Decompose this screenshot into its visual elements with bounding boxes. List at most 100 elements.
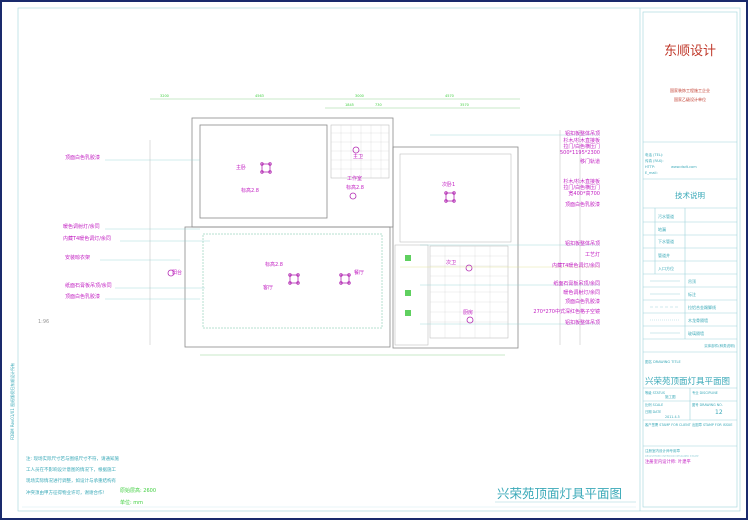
drawing-left-labels-0: 顶面白色乳胶漆 [65,154,100,161]
title-block-issue-stamp: 出图章 STAMP FOR ISSUE [692,422,732,427]
title-block-drawing-no-label: 图号 DRAWING NO. [692,402,723,407]
drawing-right-labels-14: 顶面白色乳胶漆 [565,298,600,305]
pendant-lamp-icon [260,162,272,174]
drawing-dimensions-top-6: 3570 [460,103,469,107]
title-block-status-label: 等级 STATUS [645,390,665,395]
title-block-status: 施工图 [665,394,676,399]
drawing-notes-1: 工人员在不影响设计意图的情况下，根据施工 [26,466,116,473]
drawing-left-labels-5: 顶面白色乳胶漆 [65,293,100,300]
drawing-dimensions-top-4: 1845 [345,103,354,107]
drawing-dimensions-top-1: 4563 [255,94,264,98]
title-block-scale-label: 比例 SCALE [645,402,663,407]
room-labels: 主卧 标高2.8 主卫 工作室 标高2.8 次卧1 阳台 标高2.8 客厅 餐厅… [38,153,473,325]
title-block-tel: 电话 (TEL): [645,152,663,157]
pendant-lamp-icon [444,191,456,203]
scale-note: 1:96 [38,319,49,325]
drawing-left-labels-2: 内藏T4暖色调灯/余同 [63,235,111,242]
side-text: FDBM Rev01/01 图纸版权归东顺设计所有 [9,363,15,440]
drawing-left-labels-3: 安装晾衣架 [65,254,90,261]
title-block-legend-6: 标注 [688,291,696,297]
elevation-label: 标高2.8 [265,261,283,268]
drawing-title: 兴荣苑顶面灯具平面图 [497,486,622,501]
title-block-fax: 传真 (FAX): [645,158,664,163]
drawing-right-labels-7: 宽400*高700 [568,190,600,197]
room-label: 厨房 [463,309,473,316]
designer-name: 注册室内设计师: 叶建平 [645,458,691,465]
drawing-right-labels-3: 500*1195*2300 [560,150,600,156]
elevation-label: 标高2.8 [346,184,364,191]
title-block-legend-7: 拉铝合金踢脚线 [688,304,716,310]
ceiling-light-icon [349,192,357,200]
floor-plan [184,117,519,349]
title-block-legend-3: 管道井 [658,252,670,258]
title-block-discipline-label: 专业 DISCIPLINE [692,390,718,395]
drawing-dimensions-top-5: 730 [375,103,382,107]
drawing-right-labels-8: 顶面白色乳胶漆 [565,201,600,208]
drawing-right-labels-1: 杉木/杉木直接板 [563,137,600,144]
drawing-left-labels-4: 纸面石膏板吊顶/余同 [65,282,112,289]
room-label: 工作室 [347,175,362,182]
drawing-number: 12 [715,409,723,416]
title-block-reg-stamp-en: REGISTERED INTERIOR DESIGNER STAMP [645,454,699,458]
title-block-legend-2: 下水管道 [658,238,674,244]
room-label: 餐厅 [354,269,364,276]
room-label: 次卫 [446,259,456,266]
title-block-sub1: 国家装饰工程施工企业 [670,87,710,93]
construction-notes: 注: 现场实际尺寸若与图纸尺寸不符，请通知施 工人员在不影响设计意图的情况下，根… [22,455,636,508]
title-block-legend-5: 吊顶 [688,279,696,284]
ceiling-light-icon [465,264,473,272]
title-block-http: www.dsdt.com [671,165,697,169]
drawing-dimensions-top-0: 3200 [160,94,169,98]
title-block-legend-4: 入口方位 [658,265,674,271]
title-block-date: 2011.4.5 [665,415,680,419]
ceiling-lamps [167,146,474,324]
dimension-lines: 3200 4563 3000 4570 1845 730 3570 [149,94,581,356]
drawing-notes-2: 现场实际情况进行调整，如设计与承重结构有 [26,477,116,484]
room-label: 客厅 [263,284,273,291]
title-block-sub2: 国家乙级设计单位 [674,96,706,102]
pendant-lamp-icon [288,273,300,285]
title-block-email: E_mail: [645,171,658,175]
drawing-notes-0: 注: 现场实际尺寸若与图纸尺寸不符，请通知施 [26,455,119,462]
title-block: 东顺设计 国家装饰工程施工企业 国家乙级设计单位 电话 (TEL): 传真 (F… [642,11,738,508]
drawing-right-labels-10: 工艺灯 [585,251,600,258]
room-label: 主卧 [236,164,246,171]
unit: 单位: mm [120,499,143,506]
right-annotations: 铝扣板整体吊顶 杉木/杉木直接板 拉门/白色横压门 500*1195*2300 … [400,130,600,326]
room-label: 次卧1 [442,181,455,188]
ceiling-light-icon [167,269,175,277]
company-name: 东顺设计 [664,44,716,59]
drawing-notes-3: 冲突须由甲方征得物业许可，谢谢合作! [26,489,104,496]
drawing-right-labels-6: 拉门/白色横压门 [563,184,600,191]
title-block-client-stamp: 客户签署 STAMP FOR CLIENT [645,422,692,427]
title-block-reg-stamp: 注册室内设计师专用章 [645,448,680,453]
drawing-border [17,7,741,512]
title-block-date-label: 日期 DATE [645,409,661,414]
drawing-dimensions-top-2: 3000 [355,94,364,98]
pendant-lamp-icon [339,273,351,285]
drawing-right-labels-15: 270*270中式深红色格子空镜 [533,308,600,315]
room-label: 阳台 [172,269,182,276]
left-annotations: 顶面白色乳胶漆 暖色调射灯/余同 内藏T4暖色调灯/余同 安装晾衣架 纸面石膏板… [63,154,210,300]
drawing-right-labels-5: 杉木/杉木直接板 [563,178,600,185]
drawing-right-labels-12: 纸面石膏板吊顶/余同 [553,280,600,287]
ceiling-height: 原始层高: 2600 [120,487,156,494]
drawing-right-labels-4: 移门轨道 [580,158,600,165]
title-block-drawing-title-label: 图名 DRAWING TITLE [645,359,681,364]
tech-notes-title: 技术说明 [675,190,705,200]
ceiling-light-icon [466,316,474,324]
drawing-right-labels-0: 铝扣板整体吊顶 [565,130,600,137]
title-block-legend-1: 地漏 [658,226,666,232]
drawing-dimensions-top-3: 4570 [445,94,454,98]
drawing-right-labels-13: 暖色调射灯/余同 [563,289,600,296]
drawing-right-labels-16: 铝扣板整体吊顶 [565,319,600,326]
elevation-label: 标高2.8 [241,187,259,194]
ceiling-light-icon [352,146,360,154]
drawing-right-labels-11: 内藏T4暖色调灯/余同 [552,262,600,269]
drawing-right-labels-9: 铝扣板整体吊顶 [565,240,600,247]
drawing-left-labels-1: 暖色调射灯/余同 [63,223,100,230]
room-label: 主卫 [353,153,363,160]
title-block-legend-0: 污水管道 [658,213,674,219]
drawing-right-labels-2: 拉门/白色横压门 [563,143,600,150]
